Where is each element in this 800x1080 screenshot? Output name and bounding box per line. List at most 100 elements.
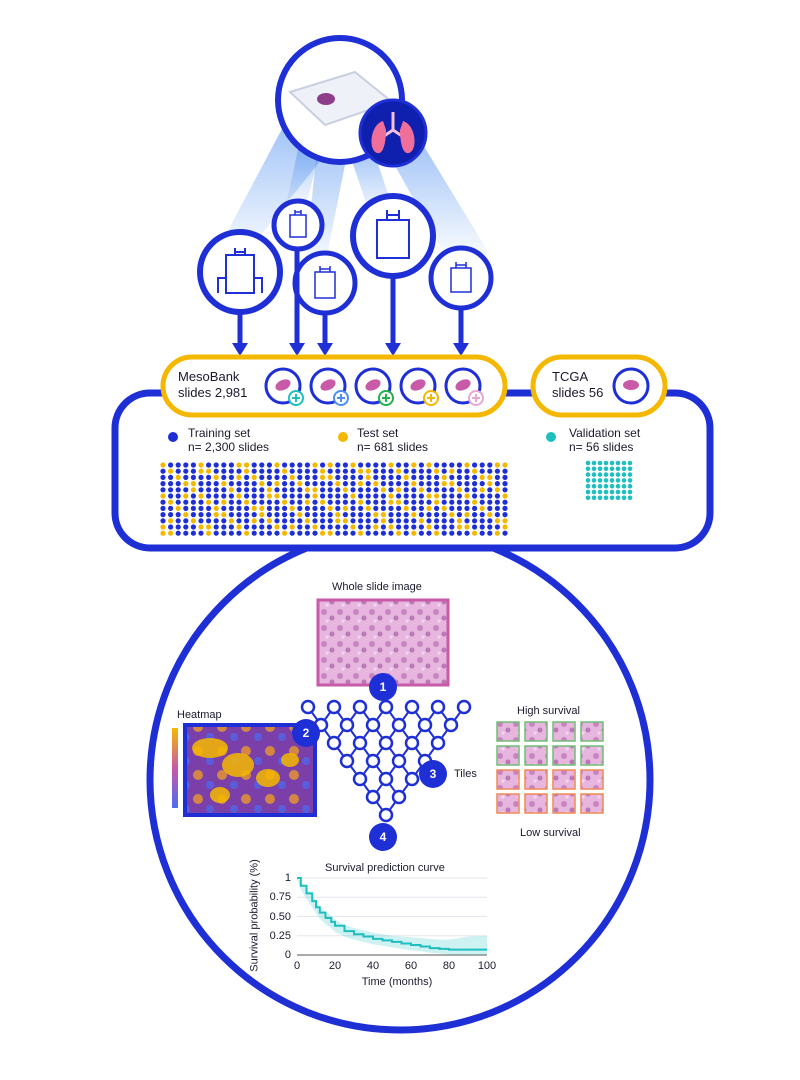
sample-dot [289, 468, 295, 474]
sample-dot [487, 524, 493, 530]
sample-dot [221, 468, 227, 474]
sample-dot [418, 499, 424, 505]
sample-dot [335, 474, 341, 480]
sample-dot [213, 474, 219, 480]
sample-dot [335, 462, 341, 468]
sample-dot [403, 474, 409, 480]
validation-sample-dot [609, 478, 615, 483]
tile-thumbnail [552, 793, 576, 814]
sample-dot [304, 505, 310, 511]
validation-sample-dot [609, 483, 615, 489]
sample-dot [206, 499, 212, 505]
sample-dot [266, 518, 272, 524]
sample-dot [335, 505, 341, 511]
validation-sample-dot [621, 489, 627, 495]
x-tick-label: 80 [442, 960, 456, 972]
sample-dot [274, 499, 280, 505]
validation-sample-dot [603, 460, 609, 466]
sample-dot [449, 530, 455, 536]
sample-dot [236, 493, 242, 499]
sample-dot [289, 505, 295, 511]
sample-dot [418, 518, 424, 524]
sample-dot [342, 474, 348, 480]
tcga-slides: slides 56 [552, 385, 604, 400]
sample-dot [320, 474, 326, 480]
sample-dot [418, 524, 424, 530]
sample-dot [456, 487, 462, 493]
sample-dot [259, 499, 265, 505]
sample-dot [289, 524, 295, 530]
sample-dot [297, 481, 303, 487]
sample-dot [282, 474, 288, 480]
sample-dot [190, 487, 196, 493]
sample-dot [396, 499, 402, 505]
sample-dot [365, 499, 371, 505]
sample-dot [449, 511, 455, 518]
sample-dot [320, 505, 326, 511]
sample-dot [472, 499, 478, 505]
sample-dot [206, 474, 212, 480]
sample-dot [380, 474, 386, 480]
sample-dot [479, 518, 485, 524]
sample-dot [160, 474, 166, 480]
sample-dot [441, 474, 447, 480]
sample-dot [304, 487, 310, 493]
whole-slide-image [316, 598, 450, 687]
sample-dot [380, 481, 386, 487]
sample-dot [304, 462, 310, 468]
sample-dot [411, 530, 417, 536]
sample-dot [282, 487, 288, 493]
sample-dot [183, 493, 189, 499]
sample-dot [190, 474, 196, 480]
plus-mark [472, 394, 480, 402]
sample-dot [175, 481, 181, 487]
sample-dot [350, 524, 356, 530]
sample-dot [358, 493, 364, 499]
sample-dot [266, 487, 272, 493]
sample-dot [403, 505, 409, 511]
network-node [326, 699, 342, 715]
validation-sample-dot [609, 489, 615, 495]
sample-dot [396, 524, 402, 530]
sample-dot [168, 530, 174, 536]
hospital-icon [271, 198, 325, 252]
sample-dot [342, 505, 348, 511]
sample-dot [464, 468, 470, 474]
sample-dot [464, 530, 470, 536]
sample-dot [487, 511, 493, 518]
network-node [404, 771, 420, 787]
sample-dot [426, 505, 432, 511]
sample-dot [418, 481, 424, 487]
sample-dot [327, 468, 333, 474]
sample-dot [464, 493, 470, 499]
sample-dot [441, 481, 447, 487]
sample-dot [479, 468, 485, 474]
validation-sample-dot [621, 495, 627, 501]
sample-dot [282, 518, 288, 524]
sample-dot [228, 462, 234, 468]
sample-dot [335, 487, 341, 493]
sample-dot [304, 530, 310, 536]
validation-sample-dot [603, 483, 609, 489]
sample-dot [289, 462, 295, 468]
sample-dot [198, 487, 204, 493]
sample-dot [426, 468, 432, 474]
sample-dot [502, 487, 508, 493]
sample-dot [320, 499, 326, 505]
test-dot [338, 432, 348, 442]
whole-slide-label: Whole slide image [332, 581, 422, 593]
sample-dot [160, 487, 166, 493]
sample-dot [388, 524, 394, 530]
sample-dot [494, 468, 500, 474]
sample-dot [274, 468, 280, 474]
sample-dot [434, 499, 440, 505]
sample-dot [327, 511, 333, 518]
sample-dot [266, 530, 272, 536]
sample-dot [274, 511, 280, 518]
tile-thumbnail [552, 769, 576, 790]
sample-dot [327, 487, 333, 493]
sample-dot [502, 481, 508, 487]
sample-dot [494, 505, 500, 511]
low-survival-label: Low survival [520, 827, 581, 839]
sample-dot [411, 524, 417, 530]
